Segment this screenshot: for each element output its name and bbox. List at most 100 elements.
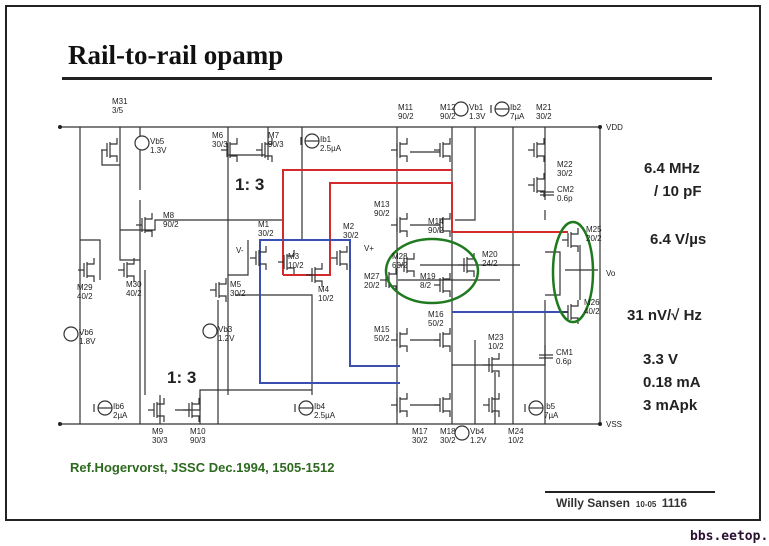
transistor-m15 xyxy=(391,328,408,352)
component-value-m29: 40/2 xyxy=(77,292,93,301)
component-value-m14: 90/2 xyxy=(428,226,444,235)
component-name-m29: M29 xyxy=(77,283,93,292)
component-value-m30: 40/2 xyxy=(126,289,142,298)
vss-label: VSS xyxy=(606,420,622,429)
transistor-m8 xyxy=(136,213,153,237)
component-name-m14: M14 xyxy=(428,217,444,226)
component-name-ib5: Ib5 xyxy=(544,402,556,411)
transistor-m25 xyxy=(562,228,579,252)
vdd-terminal xyxy=(598,125,602,129)
component-value-cm2: 0.6p xyxy=(557,194,573,203)
current-source-ib5 xyxy=(524,400,544,416)
ratio-label-top: 1: 3 xyxy=(235,175,264,194)
blue-signal-path-2 xyxy=(349,245,400,367)
component-name-m20: M20 xyxy=(482,250,498,259)
author-name: Willy Sansen xyxy=(556,496,630,510)
component-name-vb6: Vb6 xyxy=(79,328,94,337)
component-value-m31: 3/5 xyxy=(112,106,124,115)
component-value-m13: 90/2 xyxy=(374,209,390,218)
component-value-m22: 30/2 xyxy=(557,169,573,178)
component-value-m23: 10/2 xyxy=(488,342,504,351)
component-value-m15: 50/2 xyxy=(374,334,390,343)
transistor-m13 xyxy=(391,213,408,237)
component-value-ib2: 7µA xyxy=(510,112,525,121)
component-value-m19: 8/2 xyxy=(420,281,432,290)
component-name-m6: M6 xyxy=(212,131,224,140)
current-source-ib1 xyxy=(300,133,320,149)
green-circle-class-ab-control xyxy=(384,237,480,305)
component-name-m19: M19 xyxy=(420,272,436,281)
component-name-m27: M27 xyxy=(364,272,380,281)
vdd-label: VDD xyxy=(606,123,623,132)
component-value-m16: 50/2 xyxy=(428,319,444,328)
transistor-m3 xyxy=(278,250,295,274)
component-name-m22: M22 xyxy=(557,160,573,169)
slide-code: 10-05 xyxy=(635,500,657,509)
component-name-m17: M17 xyxy=(412,427,428,436)
component-name-m11: M11 xyxy=(398,103,414,112)
voltage-source-vb6 xyxy=(63,326,79,342)
component-value-m21: 30/2 xyxy=(536,112,552,121)
transistor-m21 xyxy=(528,138,545,162)
ratio-label-bottom: 1: 3 xyxy=(167,368,196,387)
current-source-ib2 xyxy=(490,101,510,117)
component-name-ib6: Ib6 xyxy=(113,402,125,411)
transistor-m31 xyxy=(101,138,118,162)
transistor-m30 xyxy=(118,258,135,282)
transistor-m29 xyxy=(78,258,95,282)
component-name-m8: M8 xyxy=(163,211,175,220)
component-value-m2: 30/2 xyxy=(343,231,359,240)
spec-peak-current: 3 mApk xyxy=(643,397,698,414)
component-value-m8: 90/2 xyxy=(163,220,179,229)
component-value-m26: 40/2 xyxy=(584,307,600,316)
component-name-m13: M13 xyxy=(374,200,390,209)
component-name-m24: M24 xyxy=(508,427,524,436)
transistor-m5 xyxy=(210,278,227,302)
component-name-vb3: Vb3 xyxy=(218,325,233,334)
transistor-m23 xyxy=(483,353,500,377)
component-value-m18: 30/2 xyxy=(440,436,456,445)
component-name-m12: M12 xyxy=(440,103,456,112)
footer-rule xyxy=(545,491,715,493)
spec-gbw: 6.4 MHz xyxy=(644,160,700,177)
component-name-m23: M23 xyxy=(488,333,504,342)
transistor-m12 xyxy=(434,138,451,162)
transistor-m11 xyxy=(391,138,408,162)
component-value-m9: 30/3 xyxy=(152,436,168,445)
devices xyxy=(63,101,579,441)
blue-signal-path xyxy=(259,245,400,384)
component-value-m10: 90/3 xyxy=(190,436,206,445)
spec-current: 0.18 mA xyxy=(643,374,701,391)
component-name-vb4: Vb4 xyxy=(470,427,485,436)
component-value-m24: 10/2 xyxy=(508,436,524,445)
vo-label: Vo xyxy=(606,269,616,278)
component-name-ib1: Ib1 xyxy=(320,135,332,144)
transistor-m4 xyxy=(306,263,323,287)
voltage-source-vb1 xyxy=(453,101,469,117)
transistor-m7 xyxy=(256,138,273,162)
component-value-ib1: 2.5µA xyxy=(320,144,342,153)
vss-terminal xyxy=(598,422,602,426)
transistor-m19 xyxy=(434,273,451,297)
component-name-m15: M15 xyxy=(374,325,390,334)
component-name-m31: M31 xyxy=(112,97,128,106)
component-value-m20: 24/2 xyxy=(482,259,498,268)
spec-load: / 10 pF xyxy=(654,183,702,200)
component-value-m6: 30/3 xyxy=(212,140,228,149)
component-name-cm1: CM1 xyxy=(556,348,573,357)
component-name-ib4: Ib4 xyxy=(314,402,326,411)
component-name-m9: M9 xyxy=(152,427,164,436)
vss-node xyxy=(58,422,62,426)
slide-title: Rail-to-rail opamp xyxy=(68,40,284,70)
component-value-m28: 60/2 xyxy=(392,261,408,270)
component-value-m5: 30/2 xyxy=(230,289,246,298)
transistor-m18 xyxy=(434,393,451,417)
voltage-source-vb3 xyxy=(202,323,218,339)
component-value-ib5: 7µA xyxy=(544,411,559,420)
component-value-m1: 30/2 xyxy=(258,229,274,238)
vdd-node xyxy=(58,125,62,129)
watermark: bbs.eetop.cn xyxy=(690,529,769,544)
component-name-ib2: Ib2 xyxy=(510,103,522,112)
component-value-ib6: 2µA xyxy=(113,411,128,420)
